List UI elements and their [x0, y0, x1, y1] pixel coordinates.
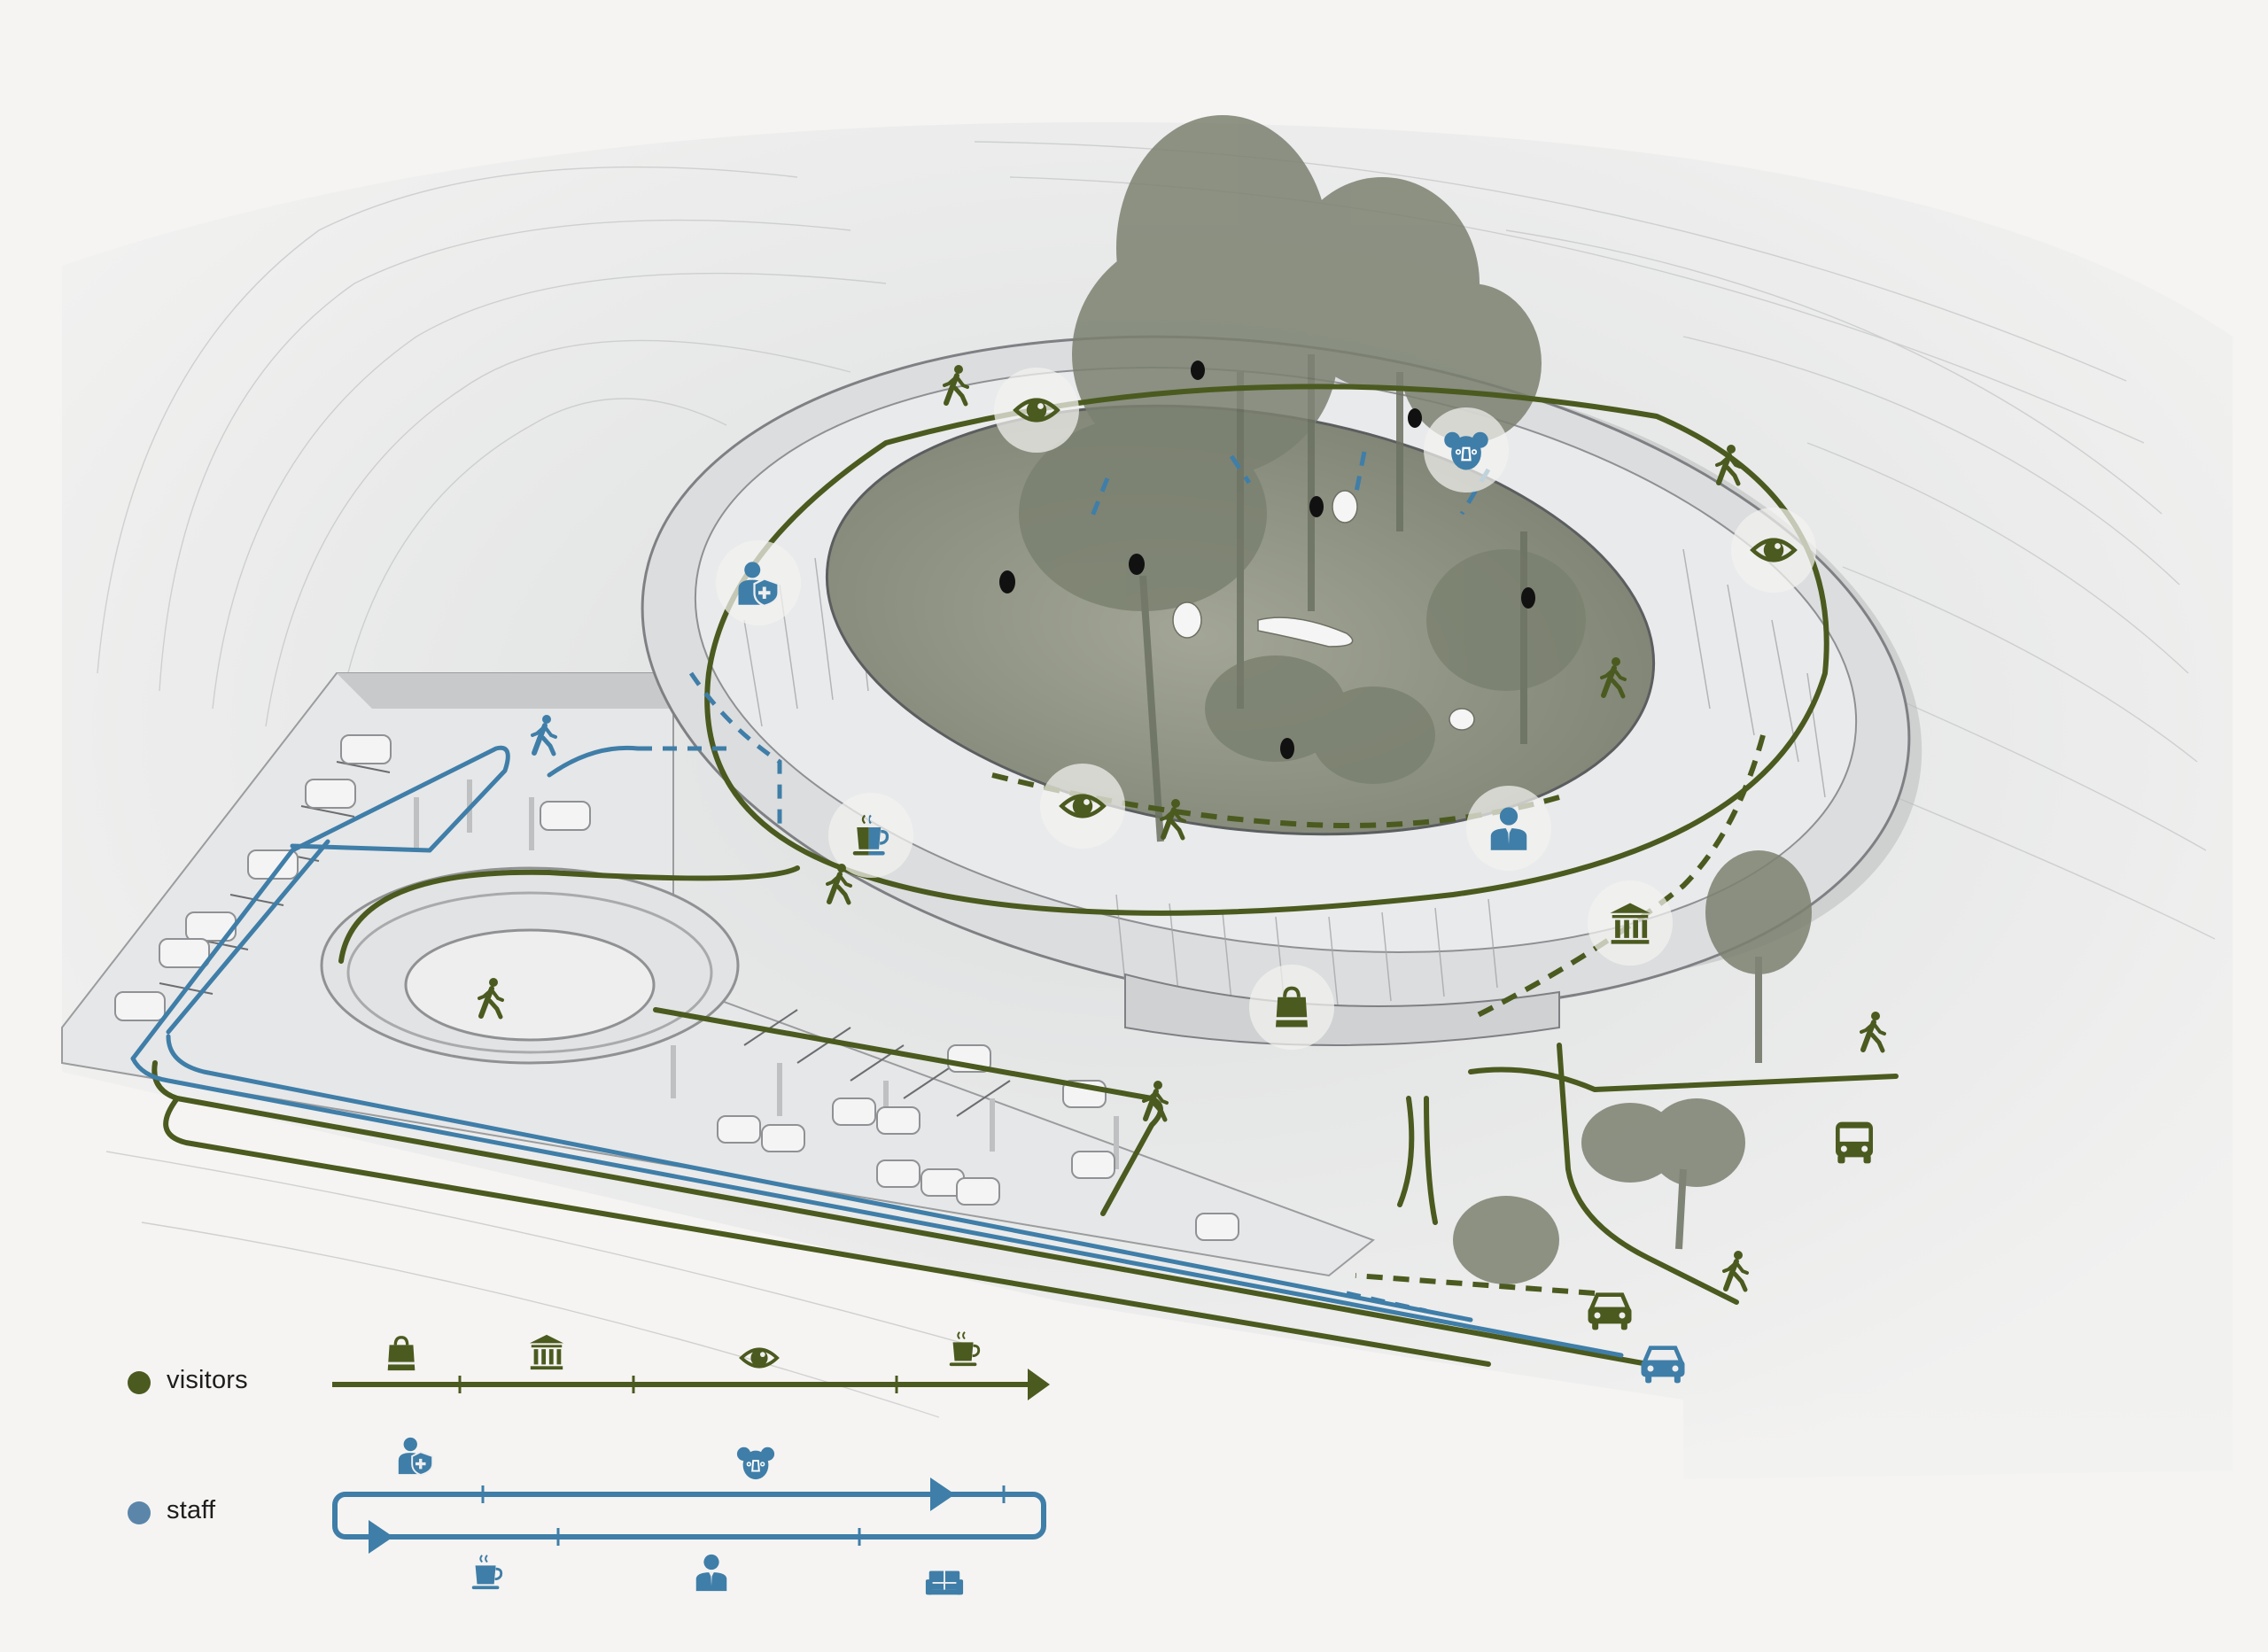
bus-icon	[1829, 1118, 1879, 1172]
car-icon	[1585, 1284, 1635, 1338]
walking-person-icon	[1852, 1011, 1895, 1058]
eye-marker	[1040, 764, 1125, 849]
koala-silhouettes	[999, 361, 1535, 759]
legend-sofa-icon	[924, 1561, 965, 1606]
walking-person-icon	[1593, 656, 1635, 703]
medical-staff-icon	[738, 562, 780, 607]
parking-deck	[61, 672, 1376, 1277]
visitors-dot	[128, 1371, 151, 1394]
legend-shop-bag-icon	[381, 1333, 422, 1378]
eye-marker	[1731, 508, 1816, 593]
koala-icon	[1444, 431, 1488, 470]
eye-icon	[1750, 538, 1798, 562]
staff-label: staff	[167, 1496, 216, 1524]
business-person-marker	[1466, 786, 1551, 871]
shop-bag-marker	[1249, 965, 1334, 1050]
legend-eye-icon	[739, 1338, 780, 1383]
visitors-label: visitors	[167, 1366, 248, 1394]
eye-icon	[1013, 398, 1060, 423]
legend-medical-staff-icon	[395, 1435, 436, 1480]
shop-bag-icon	[1276, 986, 1308, 1028]
legend-business-person-icon	[691, 1552, 732, 1597]
medical-staff-marker	[716, 540, 801, 625]
courtyard-logs	[1172, 490, 1475, 731]
eye-marker	[994, 368, 1079, 453]
walking-person-icon	[1135, 1080, 1177, 1127]
legend-koala-icon	[735, 1442, 776, 1487]
staff-dot	[128, 1501, 151, 1524]
koala-marker	[1424, 407, 1509, 492]
coffee-cup-split-marker	[828, 793, 913, 878]
legend-staff-coffee-cup-icon	[467, 1552, 508, 1597]
museum-marker	[1588, 880, 1673, 966]
walking-person-icon	[936, 364, 978, 411]
business-person-icon	[1490, 807, 1527, 850]
walking-person-icon	[1715, 1250, 1758, 1297]
car-icon	[1638, 1338, 1688, 1392]
walking-person-icon	[819, 863, 861, 910]
staff-routes	[130, 745, 1624, 1358]
walking-person-icon	[470, 977, 513, 1024]
walking-person-icon	[1708, 444, 1751, 491]
legend-coffee-cup-icon	[944, 1329, 985, 1374]
legend-museum-icon	[526, 1331, 567, 1377]
museum-icon	[1610, 903, 1651, 944]
eye-icon	[1059, 794, 1107, 818]
coffee-cup-split-icon	[852, 814, 889, 856]
walking-person-icon	[524, 714, 566, 761]
spiral-ramp	[320, 866, 740, 1065]
walking-person-icon	[1153, 798, 1195, 845]
trees	[1019, 115, 1812, 1284]
